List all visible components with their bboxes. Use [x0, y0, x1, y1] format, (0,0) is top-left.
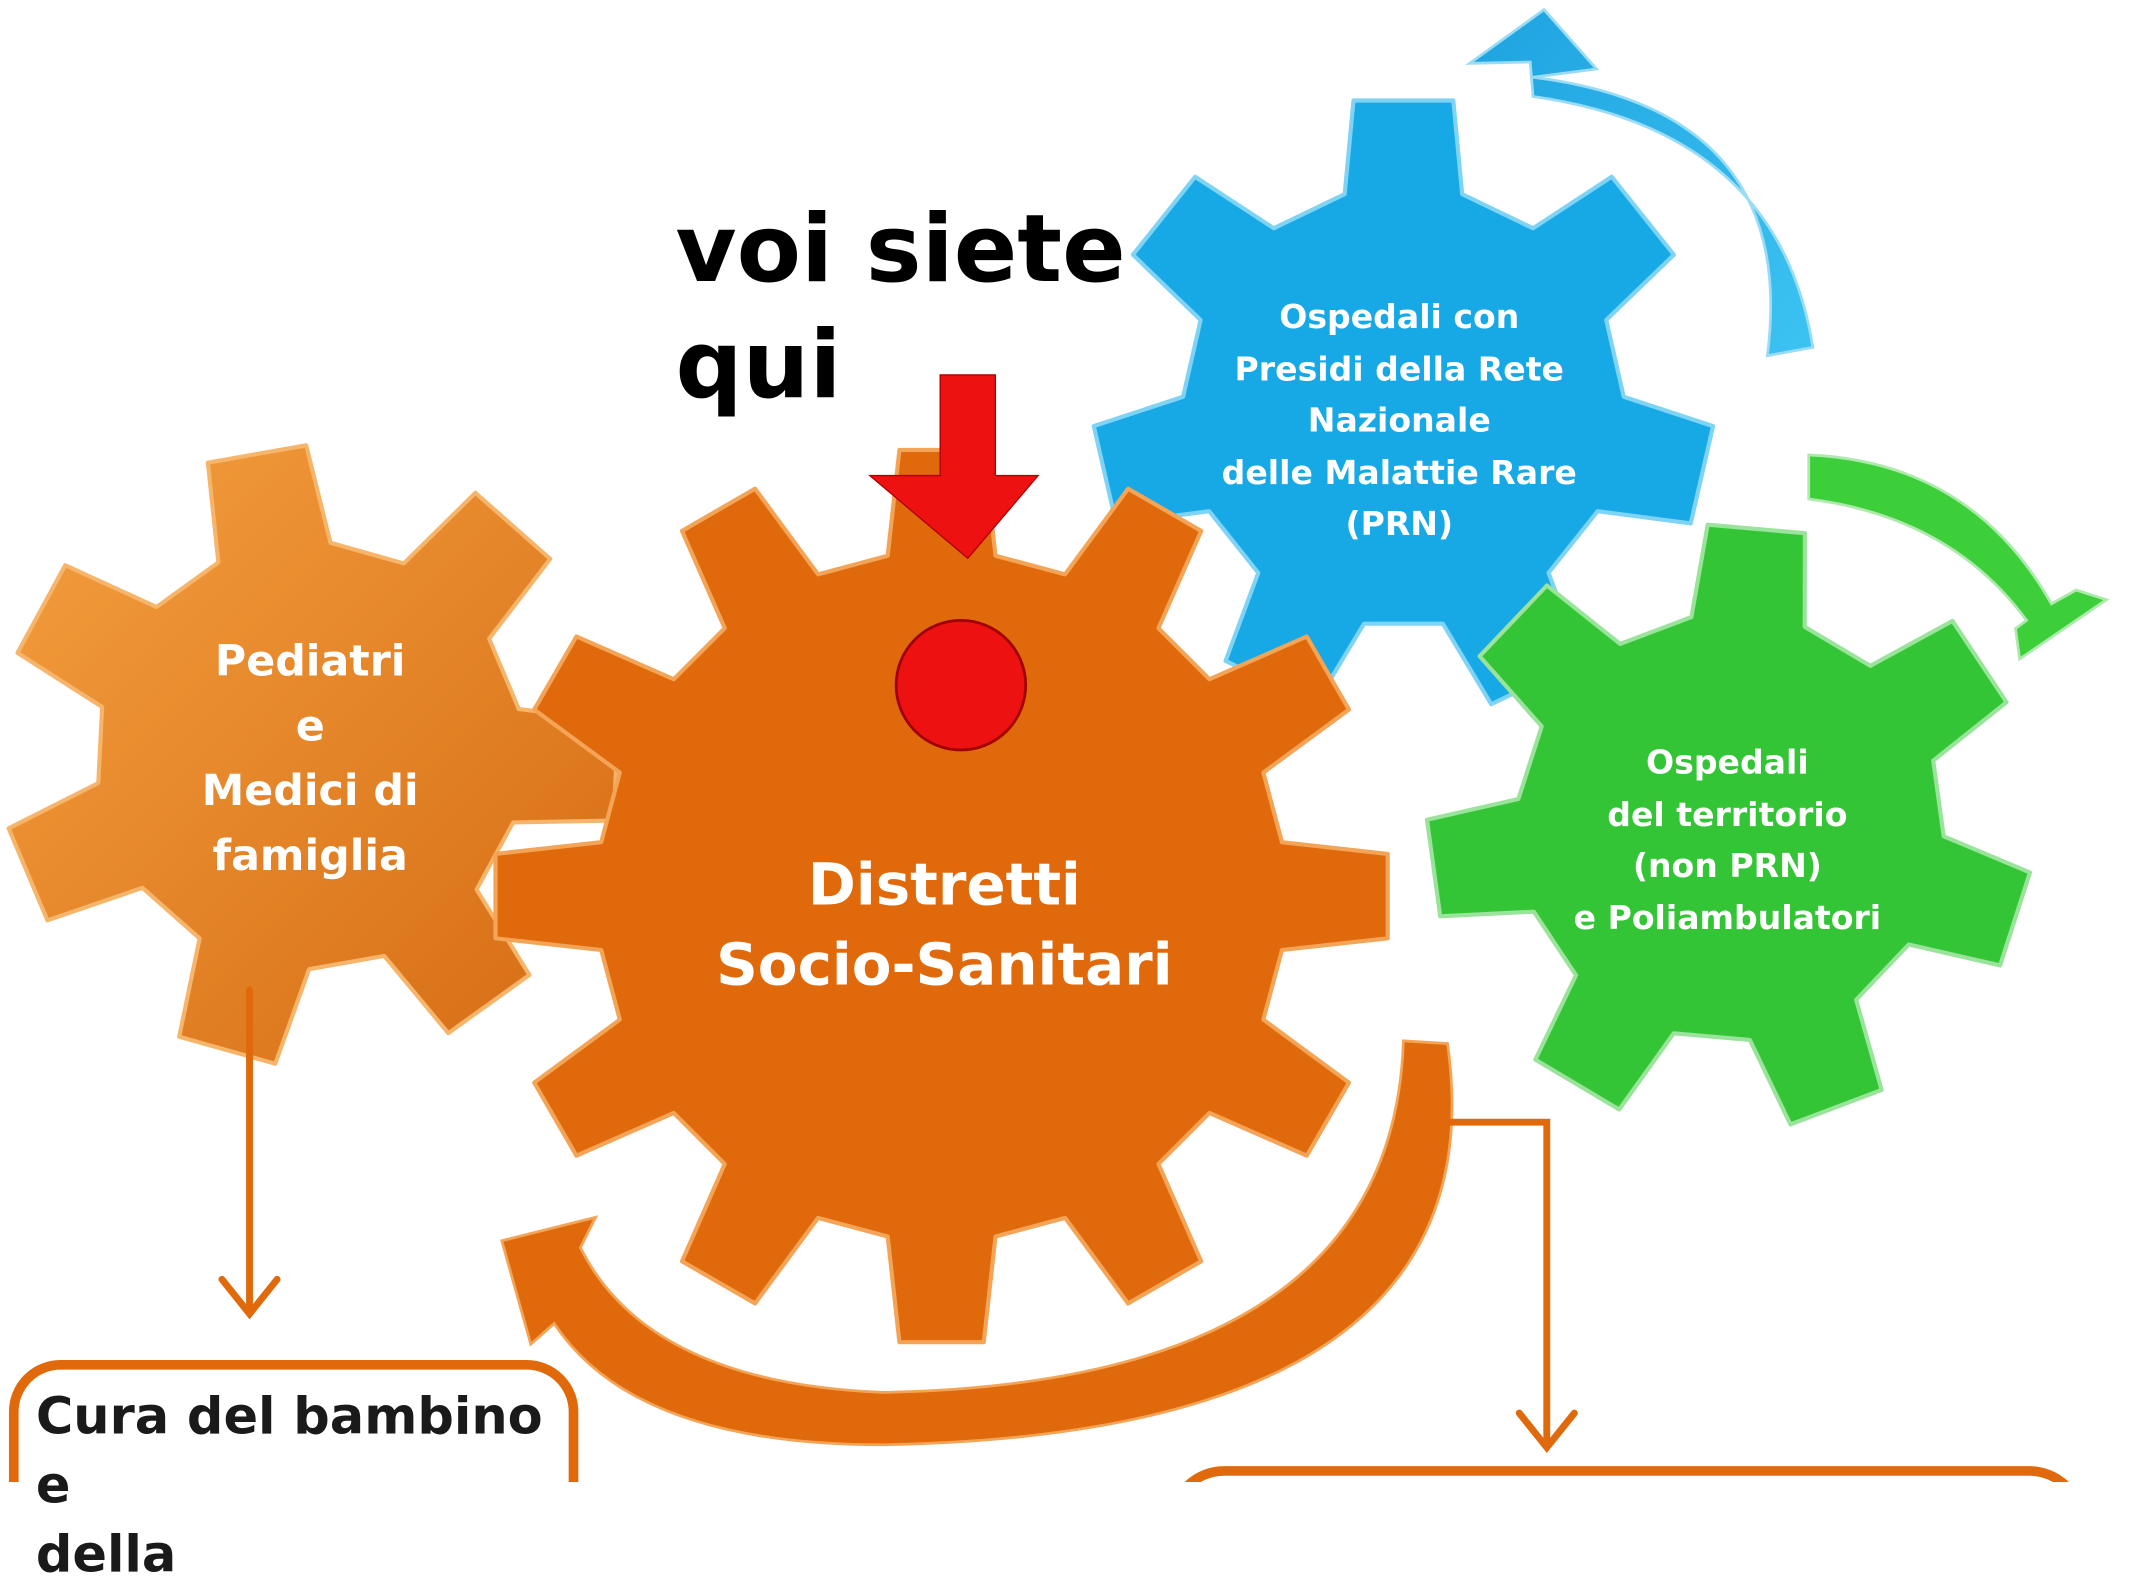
box-left-text: Cura del bambino e della — [36, 1383, 574, 1590]
you-are-here-label: voi siete qui — [676, 193, 1126, 425]
red-location-dot — [894, 618, 1028, 752]
box-left-line2: della — [35, 1524, 177, 1585]
connector-right — [1430, 1118, 1578, 1454]
you-are-here-line1: voi siete — [675, 195, 1126, 305]
gear-green — [1424, 522, 2033, 1127]
gear-center — [493, 447, 1390, 1345]
cycle-arrow-blue — [1465, 7, 1815, 358]
box-left — [8, 1360, 579, 1482]
gear-left — [6, 443, 621, 1066]
you-are-here-line2: qui — [675, 311, 842, 421]
cycle-arrow-green — [1807, 453, 2110, 662]
box-right — [1184, 1466, 2069, 1482]
box-left-line1: Cura del bambino e — [35, 1386, 543, 1516]
diagram-art — [6, 7, 2110, 1482]
red-down-arrow — [868, 374, 1040, 560]
cycle-arrow-orange — [500, 1039, 1454, 1447]
gear-blue — [1091, 98, 1716, 707]
connector-left — [218, 986, 281, 1320]
diagram-stage: voi siete qui Distretti Socio-Sanitari P… — [6, 7, 2110, 1584]
